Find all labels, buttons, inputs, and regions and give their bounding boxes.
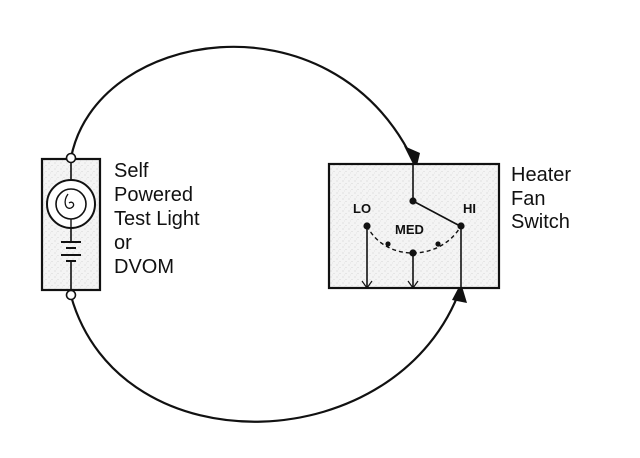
heater-fan-switch-box: LO MED HI bbox=[327, 162, 501, 290]
switch-blade bbox=[412, 200, 461, 227]
hi-label: HI bbox=[463, 201, 476, 216]
upper-terminal bbox=[65, 152, 77, 164]
label-line: Self bbox=[114, 160, 149, 182]
med-label: MED bbox=[395, 222, 424, 237]
label-line: Fan bbox=[511, 188, 545, 210]
arrowhead-icon bbox=[452, 283, 467, 303]
label-line: Heater bbox=[511, 164, 571, 186]
test-device-label: Self Powered Test Light or DVOM bbox=[114, 160, 200, 278]
switch-label: Heater Fan Switch bbox=[511, 164, 571, 233]
lo-label: LO bbox=[353, 201, 371, 216]
lower-test-lead bbox=[69, 286, 463, 423]
test-light-box bbox=[40, 152, 102, 301]
label-line: DVOM bbox=[114, 256, 174, 278]
label-line: or bbox=[114, 232, 132, 254]
label-line: Switch bbox=[511, 211, 570, 233]
label-line: Powered bbox=[114, 184, 193, 206]
bulb-icon bbox=[46, 179, 96, 229]
upper-test-lead bbox=[69, 45, 414, 161]
lower-terminal bbox=[65, 289, 77, 301]
label-line: Test Light bbox=[114, 208, 200, 230]
